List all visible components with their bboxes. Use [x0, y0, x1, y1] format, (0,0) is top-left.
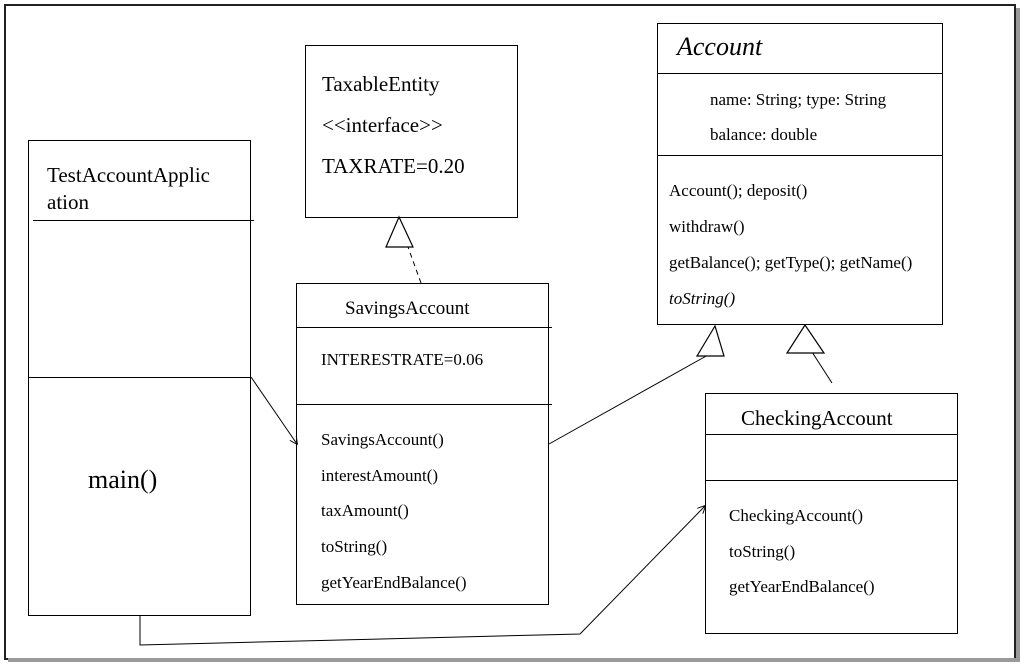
checking-method: CheckingAccount() — [729, 506, 864, 525]
class-box-checking-account: CheckingAccount CheckingAccount() toStri… — [705, 393, 958, 634]
account-method: withdraw() — [669, 217, 745, 236]
savings-method: SavingsAccount() — [321, 430, 444, 449]
test-app-divider-2 — [29, 377, 250, 378]
account-attribute: balance: double — [710, 125, 818, 144]
class-name-test-app-line2: ation — [47, 190, 89, 214]
account-method-abstract: toString() — [669, 289, 736, 308]
class-name-checking-account: CheckingAccount — [741, 406, 893, 430]
class-name-savings-account: SavingsAccount — [345, 298, 470, 319]
checking-divider-2 — [706, 480, 957, 481]
class-name-test-app-line1: TestAccountApplic — [47, 163, 210, 187]
class-name-taxable-entity: TaxableEntity — [322, 72, 440, 96]
frame-shadow-bottom — [8, 658, 1020, 662]
stereotype-label: <<interface>> — [322, 113, 443, 137]
savings-method: toString() — [321, 537, 388, 556]
savings-attribute: INTERESTRATE=0.06 — [321, 350, 484, 369]
account-method: Account(); deposit() — [669, 181, 808, 200]
checking-method: getYearEndBalance() — [729, 577, 875, 596]
savings-method: interestAmount() — [321, 466, 439, 485]
account-divider-1 — [658, 73, 942, 74]
test-app-divider-1 — [33, 220, 254, 221]
savings-divider-1 — [297, 327, 552, 328]
constant-taxrate: TAXRATE=0.20 — [322, 154, 465, 178]
test-app-method-main: main() — [88, 465, 158, 494]
account-method: getBalance(); getType(); getName() — [669, 253, 913, 272]
savings-method: getYearEndBalance() — [321, 573, 467, 592]
savings-divider-2 — [297, 404, 552, 405]
checking-method: toString() — [729, 542, 796, 561]
account-attribute: name: String; type: String — [710, 90, 887, 109]
checking-divider-1 — [706, 434, 957, 435]
class-name-account: Account — [677, 32, 763, 61]
class-box-account: Account name: String; type: String balan… — [657, 23, 943, 325]
class-box-taxable-entity: TaxableEntity <<interface>> TAXRATE=0.20 — [305, 45, 518, 218]
account-divider-2 — [658, 155, 942, 156]
class-box-savings-account: SavingsAccount INTERESTRATE=0.06 Savings… — [296, 283, 552, 605]
savings-method: taxAmount() — [321, 501, 409, 520]
class-box-test-account-application: TestAccountApplic ation main() — [28, 140, 254, 616]
frame-shadow-right — [1016, 8, 1020, 662]
